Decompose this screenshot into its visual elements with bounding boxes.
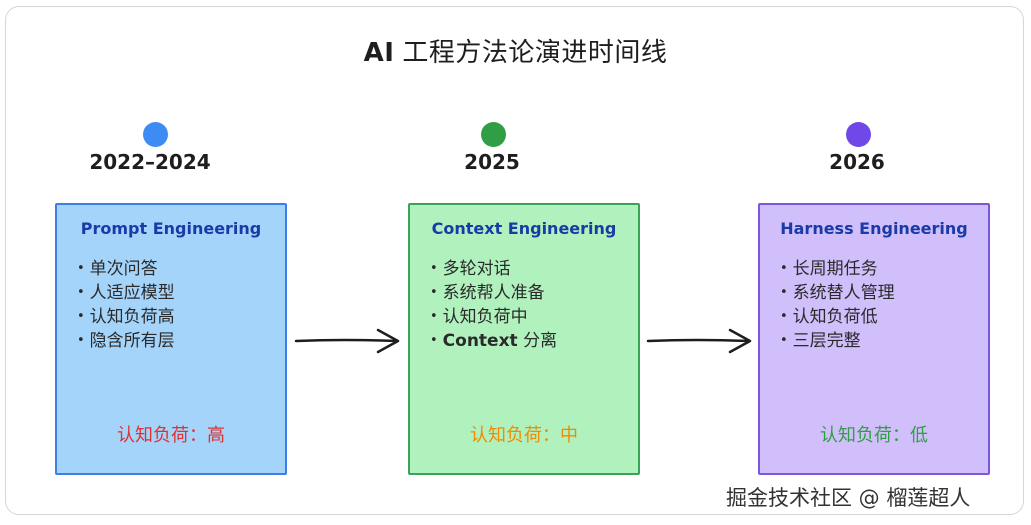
year-label-context: 2025 <box>464 150 520 174</box>
year-label-prompt: 2022–2024 <box>89 150 211 174</box>
item-text: 单次问答 <box>89 259 158 279</box>
cognitive-load-label-harness: 认知负荷：低 <box>820 425 928 446</box>
stage-card-harness: Harness Engineering • 长周期任务 • 系统替人管理 • 认知负荷… <box>758 203 990 475</box>
stage-title-prompt: Prompt Engineering <box>80 219 262 238</box>
item-text: 系统帮人准备 <box>442 283 545 303</box>
item-bold: Context <box>442 331 518 351</box>
stage-title-harness: Harness Engineering <box>780 219 968 238</box>
list-item: • 人适应模型 <box>77 282 175 306</box>
bullet-icon: • <box>780 285 788 300</box>
list-item: • Context 分离 <box>430 330 557 354</box>
list-item: • 认知负荷中 <box>430 306 557 330</box>
bullet-icon: • <box>780 333 788 348</box>
item-text: 隐含所有层 <box>89 331 175 351</box>
bullet-icon: • <box>77 309 85 324</box>
list-item: • 多轮对话 <box>430 258 557 282</box>
cognitive-load-label-prompt: 认知负荷：高 <box>117 425 225 446</box>
watermark: 掘金技术社区 @ 榴莲超人 <box>726 486 971 510</box>
bullet-icon: • <box>77 285 85 300</box>
bullet-icon: • <box>430 285 438 300</box>
timeline-dot-prompt <box>143 122 168 147</box>
item-text: 长周期任务 <box>792 259 878 279</box>
item-text: 认知负荷中 <box>442 307 528 327</box>
list-item: • 认知负荷低 <box>780 306 895 330</box>
bullet-icon: • <box>77 261 85 276</box>
list-item: • 隐含所有层 <box>77 330 175 354</box>
list-item: • 系统替人管理 <box>780 282 895 306</box>
bullet-icon: • <box>780 309 788 324</box>
item-text: 多轮对话 <box>442 259 511 279</box>
item-text: 人适应模型 <box>89 283 175 303</box>
list-item: • 三层完整 <box>780 330 895 354</box>
timeline-dot-harness <box>846 122 871 147</box>
timeline-dot-context <box>481 122 506 147</box>
title-rest: 工程方法论演进时间线 <box>402 38 668 68</box>
stage-card-prompt: Prompt Engineering • 单次问答 • 人适应模型 • 认知负荷高 •… <box>55 203 287 475</box>
list-item: • 系统帮人准备 <box>430 282 557 306</box>
stage-title-context: Context Engineering <box>431 219 617 238</box>
arrow-right-icon <box>646 328 752 354</box>
bullet-icon: • <box>430 261 438 276</box>
item-text: 认知负荷高 <box>89 307 175 327</box>
stage-card-context: Context Engineering • 多轮对话 • 系统帮人准备 • 认知负荷中… <box>408 203 640 475</box>
list-item: • 认知负荷高 <box>77 306 175 330</box>
bullet-icon: • <box>77 333 85 348</box>
list-item: • 长周期任务 <box>780 258 895 282</box>
stage-items-context: • 多轮对话 • 系统帮人准备 • 认知负荷中 • Context 分离 <box>430 258 557 354</box>
bullet-icon: • <box>430 309 438 324</box>
item-text: 系统替人管理 <box>792 283 895 303</box>
cognitive-load-label-context: 认知负荷：中 <box>470 425 578 446</box>
item-text: 分离 <box>517 331 558 351</box>
list-item: • 单次问答 <box>77 258 175 282</box>
arrow-right-icon <box>294 328 400 354</box>
stage-items-harness: • 长周期任务 • 系统替人管理 • 认知负荷低 • 三层完整 <box>780 258 895 354</box>
bullet-icon: • <box>430 333 438 348</box>
item-text: 认知负荷低 <box>792 307 878 327</box>
stage-items-prompt: • 单次问答 • 人适应模型 • 认知负荷高 • 隐含所有层 <box>77 258 175 354</box>
item-text: 三层完整 <box>792 331 861 351</box>
year-label-harness: 2026 <box>829 150 885 174</box>
bullet-icon: • <box>780 261 788 276</box>
title-lead: AI <box>363 38 395 68</box>
